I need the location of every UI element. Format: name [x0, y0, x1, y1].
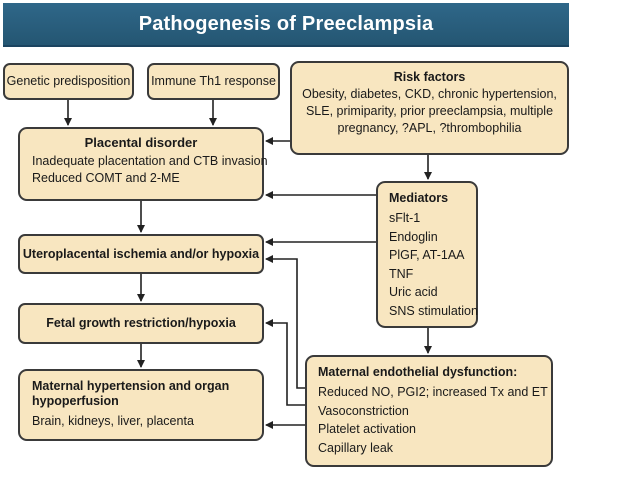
risk-factors-line: pregnancy, ?APL, ?thrombophilia — [337, 121, 522, 135]
placental-disorder-line: Reduced COMT and 2-ME — [32, 171, 180, 185]
node-immune-th1-response: Immune Th1 response — [147, 63, 280, 100]
maternal-htn-title: Maternal hypertension and organ — [32, 379, 230, 393]
risk-factors-line: SLE, primiparity, prior preeclampsia, mu… — [305, 104, 554, 118]
mediator-item: SNS stimulation — [389, 303, 478, 318]
node-mediators: Mediators sFlt-1 Endoglin PlGF, AT-1AA T… — [376, 181, 478, 328]
node-fetal-growth-restriction: Fetal growth restriction/hypoxia — [18, 303, 264, 344]
placental-disorder-title: Placental disorder — [84, 135, 198, 150]
endothelial-line: Capillary leak — [318, 440, 394, 455]
mediators-title: Mediators — [389, 191, 449, 205]
node-placental-disorder: Placental disorder Inadequate placentati… — [18, 127, 268, 201]
endothelial-title: Maternal endothelial dysfunction: — [318, 365, 518, 379]
mediator-item: TNF — [389, 266, 414, 281]
node-endothelial-dysfunction: Maternal endothelial dysfunction: Reduce… — [305, 355, 553, 467]
mediator-item: Endoglin — [389, 229, 438, 244]
ischemia-title: Uteroplacental ischemia and/or hypoxia — [22, 246, 260, 261]
mediator-item: sFlt-1 — [389, 211, 421, 225]
arrow-endothelial-to-ischemia — [265, 255, 305, 389]
risk-factors-line: Obesity, diabetes, CKD, chronic hyperten… — [302, 87, 557, 101]
diagram-header: Pathogenesis of Preeclampsia — [3, 3, 569, 47]
endothelial-line: Vasoconstriction — [318, 403, 409, 418]
node-risk-factors: Risk factors Obesity, diabetes, CKD, chr… — [290, 61, 569, 155]
node-maternal-hypertension: Maternal hypertension and organ hypoperf… — [18, 369, 264, 441]
maternal-htn-title: hypoperfusion — [32, 394, 119, 408]
node-genetic-label: Genetic predisposition — [6, 74, 131, 88]
mediator-item: Uric acid — [389, 285, 438, 299]
endothelial-line: Platelet activation — [318, 422, 416, 436]
mediator-item: PlGF, AT-1AA — [389, 248, 465, 262]
node-genetic-predisposition: Genetic predisposition — [3, 63, 134, 100]
node-immune-label: Immune Th1 response — [151, 74, 276, 88]
arrow-endothelial-to-fetal — [265, 319, 305, 406]
diagram-title: Pathogenesis of Preeclampsia — [138, 12, 434, 35]
maternal-htn-line: Brain, kidneys, liver, placenta — [32, 414, 194, 428]
endothelial-line: Reduced NO, PGI2; increased Tx and ET — [318, 385, 548, 399]
risk-factors-title: Risk factors — [393, 70, 466, 84]
fetal-title: Fetal growth restriction/hypoxia — [46, 316, 236, 330]
node-uteroplacental-ischemia: Uteroplacental ischemia and/or hypoxia — [18, 234, 264, 274]
placental-disorder-line: Inadequate placentation and CTB invasion — [32, 154, 268, 168]
